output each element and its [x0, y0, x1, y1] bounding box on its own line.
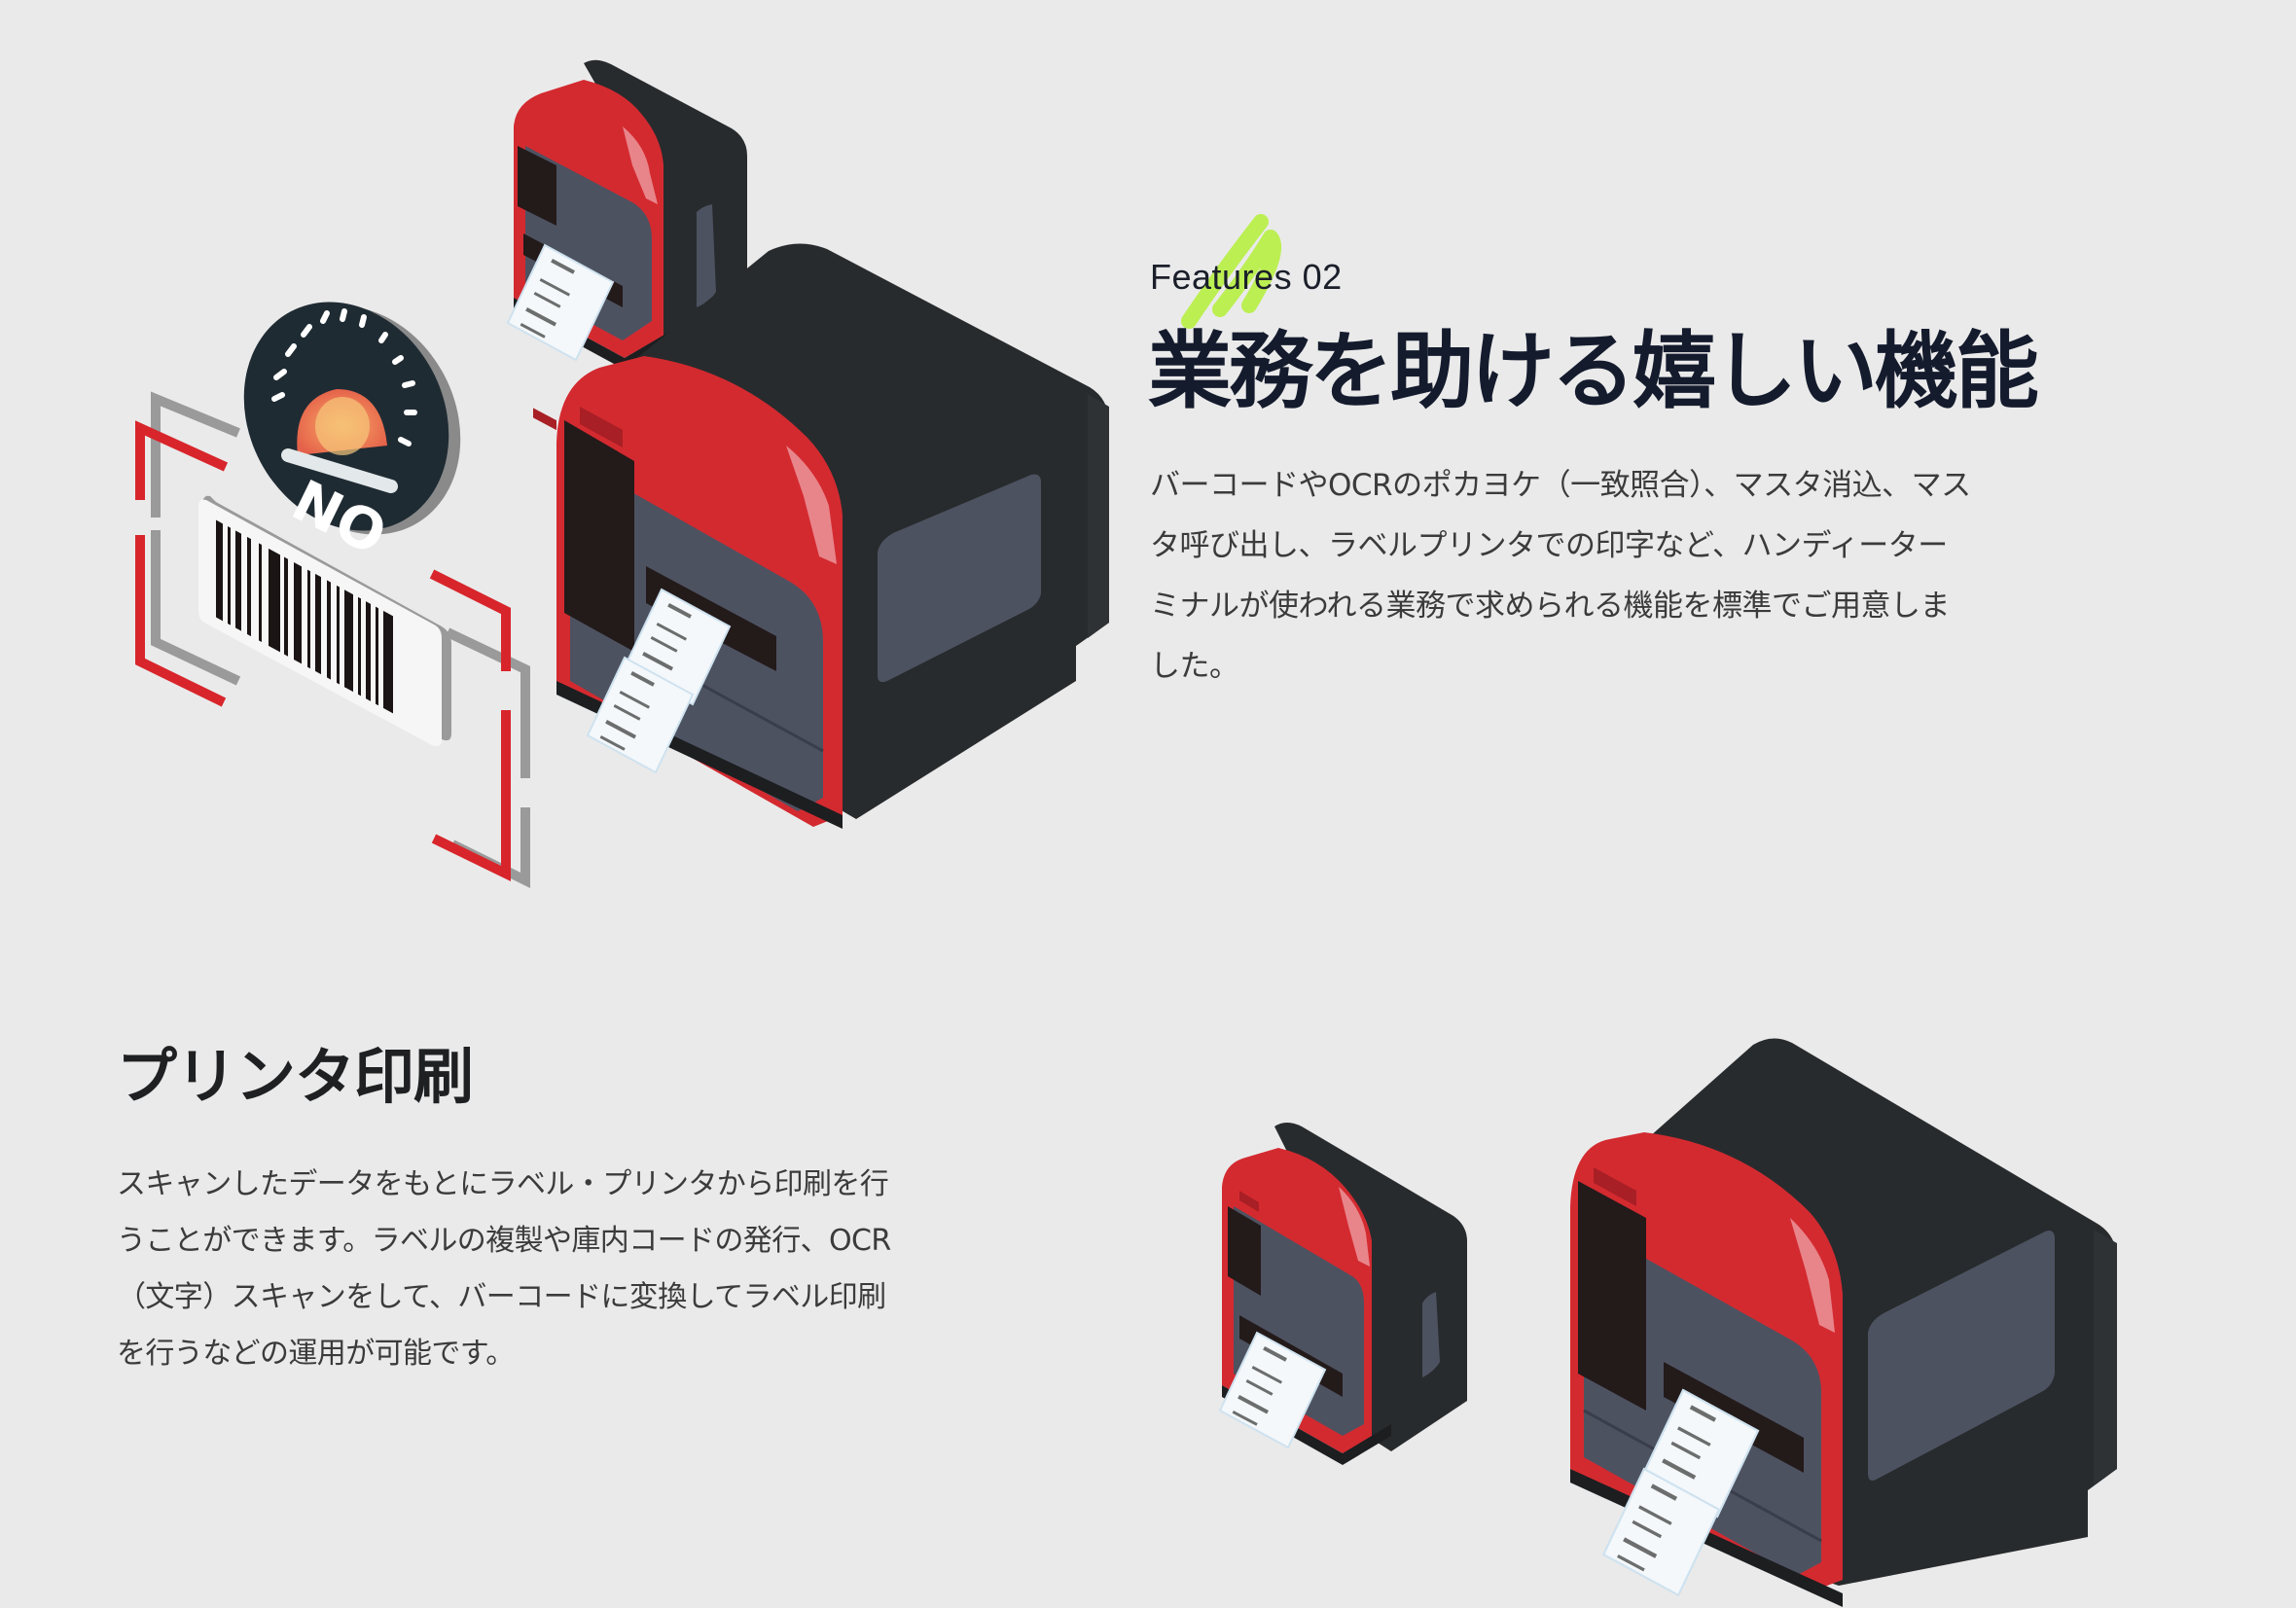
print-illustration-svg — [1219, 1038, 2117, 1607]
label-printer-small-icon — [1219, 1123, 1467, 1465]
print-description-line: （文字）スキャンをして、バーコードに変換してラベル印刷 — [117, 1280, 886, 1314]
print-illustration — [1197, 1012, 2189, 1608]
scribble-accent-icon — [1181, 214, 1282, 329]
print-description-line: を行うなどの運用が可能です。 — [117, 1337, 515, 1371]
label-printer-small-icon — [507, 59, 747, 431]
feature-description-line: タ呼び出し、ラベルプリンタでの印字など、ハンディーター — [1150, 528, 1948, 563]
print-description-line: スキャンしたデータをもとにラベル・プリンタから印刷を行 — [117, 1167, 889, 1201]
feature-eyebrow-label: Features 02 — [1150, 257, 1343, 297]
feature-description-line: バーコードやOCRのポカヨケ（一致照合）、マスタ消込、マス — [1150, 468, 1971, 503]
feature-eyebrow: Features 02 — [1148, 214, 1401, 329]
feature-illustration-svg: NO — [135, 59, 1109, 889]
feature-title: 業務を助ける嬉しい機能 — [1148, 323, 2039, 420]
barcode-icon — [135, 391, 530, 889]
feature-description-line: ミナルが使われる業務で求められる機能を標準でご用意しま — [1150, 589, 1950, 624]
label-printer-large-icon — [1570, 1038, 2117, 1607]
print-description-line: うことができます。ラベルの複製や庫内コードの発行、OCR — [117, 1224, 891, 1258]
feature-description: バーコードやOCRのポカヨケ（一致照合）、マスタ消込、マス タ呼び出し、ラベルプ… — [1150, 455, 2064, 697]
warning-no-badge: NO — [243, 302, 461, 568]
feature-description-line: した。 — [1150, 649, 1239, 684]
print-section-title: プリンタ印刷 — [117, 1041, 474, 1112]
feature-illustration: NO — [0, 0, 1148, 914]
siren-rays-icon — [271, 308, 417, 447]
print-section-description: スキャンしたデータをもとにラベル・プリンタから印刷を行 うことができます。ラベル… — [117, 1157, 1012, 1382]
label-printer-large-icon — [556, 243, 1109, 829]
